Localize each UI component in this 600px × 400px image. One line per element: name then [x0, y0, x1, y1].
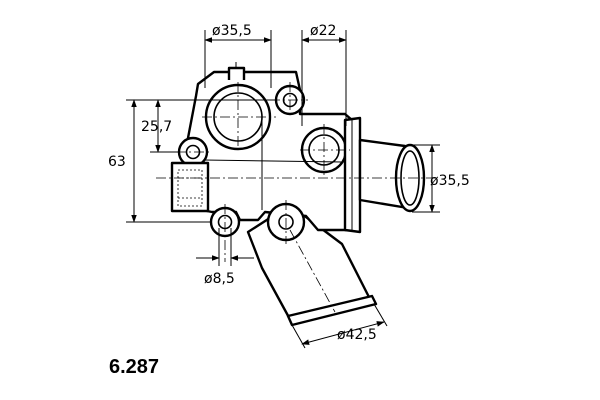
dim-side-port: ø22	[301, 23, 347, 126]
dim-label-bottom-outlet: ø42,5	[337, 327, 377, 343]
dim-height-offset: 25,7	[141, 99, 276, 153]
dim-label-right-outlet: ø35,5	[430, 173, 470, 189]
dim-label-mount-hole: ø8,5	[204, 271, 235, 287]
dim-overall-height: 63	[108, 99, 212, 223]
dim-bottom-outlet: ø42,5	[291, 303, 388, 349]
dim-label-side-port: ø22	[310, 23, 336, 39]
dim-label-top-outlet: ø35,5	[212, 23, 252, 39]
dim-label-overall-height: 63	[108, 154, 126, 170]
top-nipple	[227, 66, 246, 80]
dim-mount-hole: ø8,5	[196, 228, 254, 287]
dim-top-outlet: ø35,5	[204, 23, 272, 88]
bottom-outlet-flange	[286, 294, 378, 327]
dim-label-height-offset: 25,7	[141, 119, 172, 135]
dim-right-outlet: ø35,5	[412, 144, 470, 213]
part-number: 6.287	[109, 356, 159, 378]
center-lines	[156, 82, 436, 313]
